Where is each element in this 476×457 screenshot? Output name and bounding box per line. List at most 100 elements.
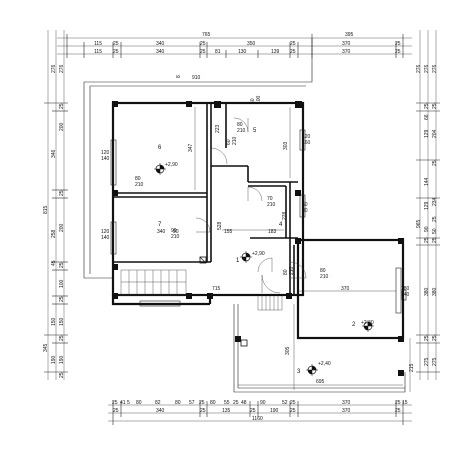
dim-left-in-8: 150 <box>59 317 65 326</box>
dim-left-in-11: 25 <box>59 372 65 378</box>
win-room6-w: 120 <box>101 150 110 156</box>
dim-left-815: 815 <box>43 205 49 214</box>
dim-top-r2-5: 130 <box>238 49 247 55</box>
dim-right-in-0: 276 <box>432 64 438 73</box>
dim-right-mid-3: 129 <box>424 129 430 138</box>
dim-347: 347 <box>188 143 194 152</box>
dim-right-mid-10: 275 <box>424 357 430 366</box>
dim-right-in-4: 234 <box>432 197 438 206</box>
dim-bot-r2-5: 190 <box>270 408 279 414</box>
dim-bot-r1-8: 80 <box>210 400 216 406</box>
dim-right-in-10: 275 <box>432 357 438 366</box>
dim-left-345: 345 <box>43 343 49 352</box>
columns <box>112 101 407 376</box>
dim-right-965: 965 <box>416 219 422 228</box>
dim-top-r2-4: 81 <box>215 49 221 55</box>
door-hall-w: 70 <box>267 196 273 202</box>
interior-dimension-lines <box>194 107 411 392</box>
door-room7-w: 90 <box>171 228 177 234</box>
dim-right-mid-5: 129 <box>424 201 430 210</box>
dim-left-in-9: 25 <box>59 335 65 341</box>
dim-right-mid-7: 25 <box>424 237 430 243</box>
door-room5-w: 80 <box>237 122 243 128</box>
dim-bot-r2-8: 25 <box>395 408 401 414</box>
dim-top-r2-8: 370 <box>342 49 351 55</box>
bottom-dimension-chains: 25 41 5 80 82 80 57 25 80 55 25 48 90 52… <box>108 400 412 425</box>
dim-bot-r2-2: 25 <box>200 408 206 414</box>
dim-left-in-7: 25 <box>59 296 65 302</box>
level-marker-room3 <box>306 364 318 376</box>
terrace-outline <box>83 38 406 393</box>
room-3-number: 3 <box>297 369 301 375</box>
dim-90: 90 <box>173 229 179 235</box>
dim-left-mid-3: 45 <box>51 260 57 266</box>
door-room5-h: 210 <box>237 128 246 134</box>
dim-left-in-5: 25 <box>59 262 65 268</box>
dim-bot-r1-3: 80 <box>136 400 142 406</box>
dim-right-in-6: 50 <box>432 228 438 234</box>
dim-left-in-0: 276 <box>59 64 65 73</box>
dim-left-mid-2: 258 <box>51 229 57 238</box>
room-2-number: 2 <box>352 322 356 328</box>
dim-top-r1-7: 25 <box>395 41 401 47</box>
dim-370: 370 <box>341 286 350 292</box>
dim-top-r1-3: 25 <box>200 41 206 47</box>
dim-228: 228 <box>282 211 288 220</box>
dim-bot-r2-0: 25 <box>113 408 119 414</box>
dim-right-in-2: 204 <box>432 129 438 138</box>
room-5-number: 5 <box>253 128 257 134</box>
dim-bot-r1-7: 25 <box>199 400 205 406</box>
dim-bot-r1-13: 52 <box>282 400 288 406</box>
dim-left-in-6: 100 <box>59 279 65 288</box>
dim-right-in-3: 25 <box>432 160 438 166</box>
room-7-number: 7 <box>158 222 162 228</box>
dim-bot-total: 1160 <box>252 416 263 422</box>
dim-340: 340 <box>157 229 166 235</box>
dim-695: 695 <box>316 379 325 385</box>
dim-bot-r2-3: 135 <box>222 408 231 414</box>
dim-bot-r1-2: 5 <box>127 400 130 406</box>
room-2-level: +2,40 <box>361 320 374 326</box>
dim-bot-r1-16: 25 <box>395 400 401 406</box>
dim-top-r2-6: 139 <box>271 49 280 55</box>
room-1-level: +2,90 <box>252 251 265 257</box>
left-dimension-chains: 815 345 276 346 258 45 150 190 276 25 20… <box>43 30 68 380</box>
dim-top-r2-9: 25 <box>395 49 401 55</box>
interior-dimensions: 347 303 223 528 155 183 228 340 90 370 7… <box>157 75 415 385</box>
dim-528: 528 <box>217 221 223 230</box>
win-room5b-h: 160 <box>302 140 311 146</box>
dim-top-r1-6: 370 <box>342 41 351 47</box>
dim-top-r1-2: 340 <box>156 41 165 47</box>
dim-top-r1-4: 350 <box>247 41 256 47</box>
dim-bot-r1-17: 15 <box>402 400 408 406</box>
dim-left-in-10: 190 <box>59 355 65 364</box>
right-dimension-chains: 276 965 276 25 66 129 144 129 90 25 380 … <box>416 30 440 380</box>
dim-top-395: 395 <box>345 32 354 38</box>
dim-bot-r2-4: 25 <box>250 408 256 414</box>
door-room6-w: 80 <box>135 176 141 182</box>
level-markers <box>154 163 374 376</box>
dim-bot-r1-12: 90 <box>260 400 266 406</box>
room-6-number: 6 <box>158 145 162 151</box>
dim-bot-r1-4: 82 <box>155 400 161 406</box>
win-room2-h: 140 <box>401 292 410 298</box>
dim-223: 223 <box>215 124 221 133</box>
dim-right-mid-4: 144 <box>424 177 430 186</box>
dim-right-mid-0: 276 <box>424 64 430 73</box>
dim-715: 715 <box>212 286 221 292</box>
dim-right-mid-1: 25 <box>424 103 430 109</box>
dim-right-mid-9: 25 <box>424 335 430 341</box>
door-room1-h: 210 <box>320 274 329 280</box>
dim-left-mid-5: 190 <box>51 355 57 364</box>
room-labels: 6 +2,90 7 5 4 1 +2,90 2 +2,40 3 +2,40 <box>158 128 374 375</box>
win-hall-w: 60 <box>302 202 308 208</box>
win-room5b-w: 120 <box>302 134 311 140</box>
dim-215: 215 <box>409 363 415 372</box>
dim-left-in-2: 200 <box>59 122 65 131</box>
door-room1-w: 80 <box>320 268 326 274</box>
level-marker-room6 <box>154 163 166 175</box>
dim-bot-r1-10: 25 <box>233 400 239 406</box>
win-room5a-h: 100 <box>256 95 262 104</box>
dim-right-mid-2: 66 <box>424 114 430 120</box>
